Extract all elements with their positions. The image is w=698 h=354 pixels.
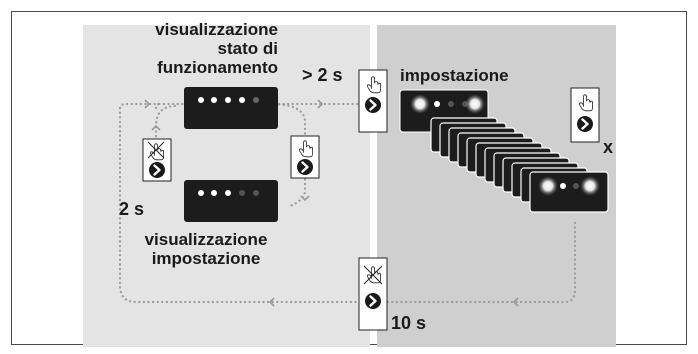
settings-display-label: visualizzazione impostazione	[144, 230, 268, 268]
repeat-label: x	[603, 137, 614, 157]
short-time-label: 2 s	[119, 199, 145, 219]
button-long-press-card	[358, 69, 388, 133]
button-no-press-card	[142, 138, 172, 182]
flow-chevrons	[144, 99, 519, 307]
operating-display	[184, 87, 278, 129]
settings-display-stack	[430, 117, 609, 213]
timeout-label: 10 s	[391, 313, 427, 333]
button-repeat-card	[570, 87, 600, 143]
settings-mode-label: impostazione	[400, 66, 509, 85]
button-press-card	[290, 135, 320, 179]
long-press-label: > 2 s	[302, 65, 343, 85]
settings-display	[184, 180, 278, 222]
operating-display-label: visualizzazione stato di funzionamento	[155, 20, 278, 77]
button-timeout-card	[358, 257, 388, 331]
